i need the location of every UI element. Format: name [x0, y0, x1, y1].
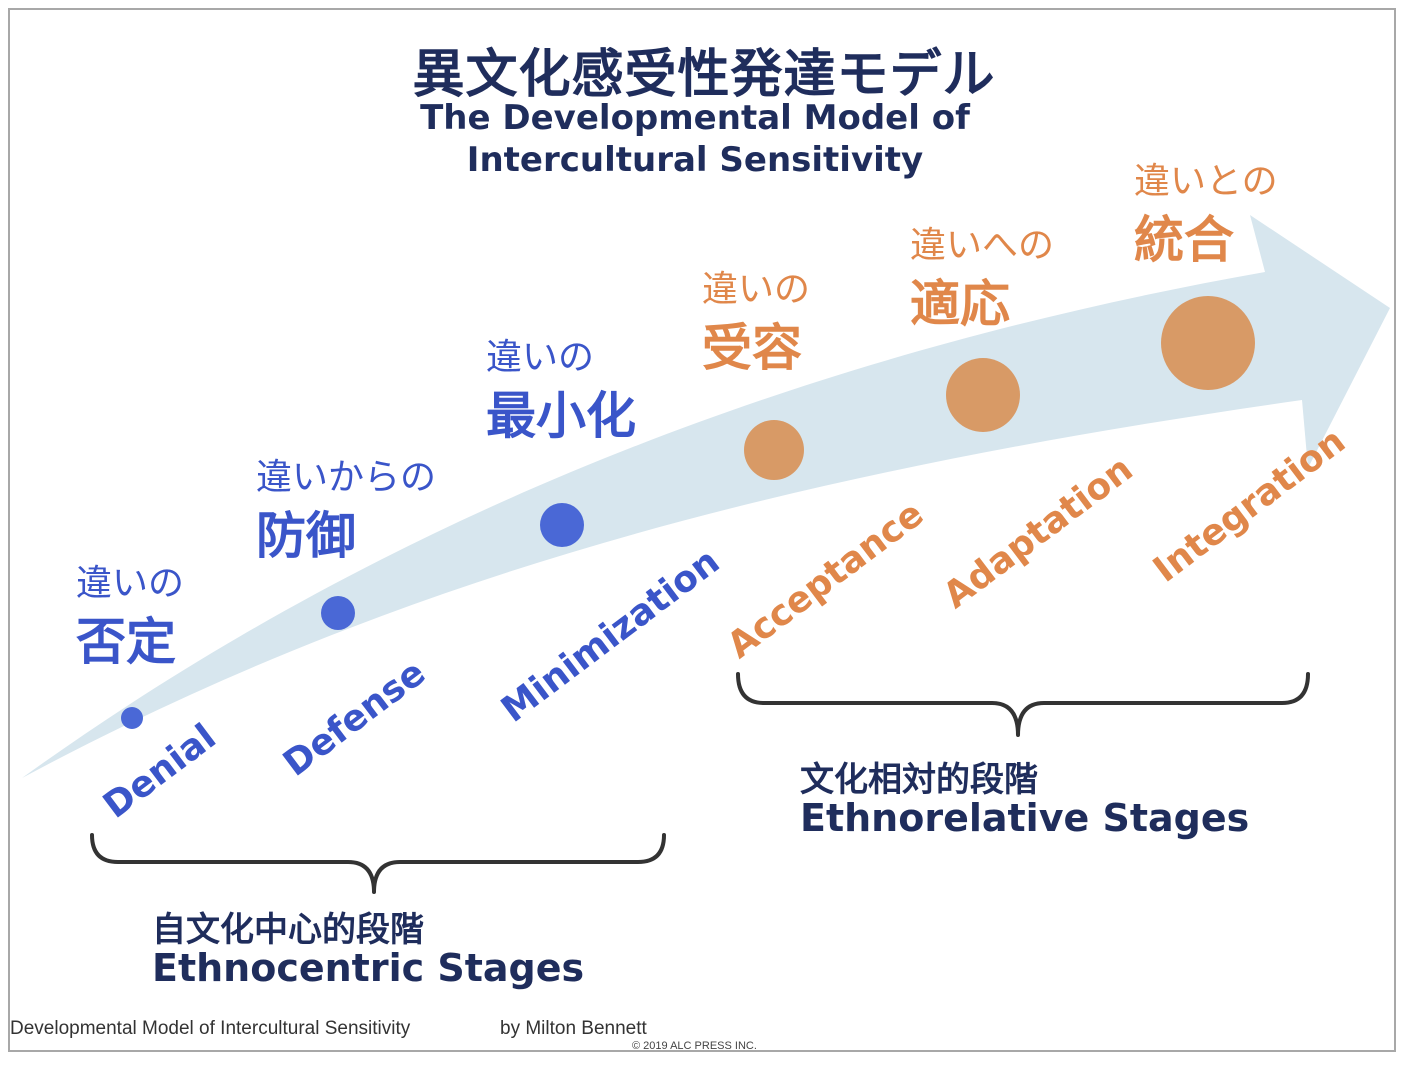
stage-denial-jp-main: 否定 [76, 613, 176, 671]
stage-acceptance-jp-main: 受容 [702, 319, 802, 377]
stage-minimization-jp-top: 違いの [486, 337, 595, 378]
progression-arrow [22, 215, 1390, 778]
title-english-line1: The Developmental Model of [420, 98, 970, 138]
stage-dot-adaptation [946, 358, 1020, 432]
ethnocentric-label-en: Ethnocentric Stages [152, 946, 585, 990]
stage-dot-denial [121, 707, 143, 729]
footer-copyright: © 2019 ALC PRESS INC. [632, 1040, 757, 1052]
stage-denial-jp-top: 違いの [76, 563, 185, 604]
title-japanese: 異文化感受性発達モデル [412, 45, 996, 105]
footer-author: by Milton Bennett [500, 1018, 647, 1039]
stage-adaptation-jp-main: 適応 [910, 275, 1010, 333]
stage-integration-jp-main: 統合 [1134, 211, 1234, 269]
stage-defense-jp-top: 違いからの [256, 457, 437, 498]
stage-adaptation-jp-top: 違いへの [910, 225, 1055, 266]
ethnocentric-label-jp: 自文化中心的段階 [152, 910, 424, 950]
ethnorelative-label-en: Ethnorelative Stages [800, 796, 1250, 840]
ethnorelative-label-jp: 文化相対的段階 [800, 760, 1038, 800]
title-english-line2: Intercultural Sensitivity [466, 140, 924, 180]
stage-integration-jp-top: 違いとの [1134, 161, 1278, 202]
footer-model-name: Developmental Model of Intercultural Sen… [10, 1018, 411, 1039]
ethnocentric-brace [90, 833, 666, 894]
stage-acceptance-jp-top: 違いの [702, 269, 811, 310]
stage-dot-defense [321, 596, 355, 630]
stage-dot-integration [1161, 296, 1255, 390]
progression-diagram [22, 215, 1390, 894]
stage-dot-minimization [540, 503, 584, 547]
stage-minimization-jp-main: 最小化 [486, 387, 636, 445]
stage-defense-jp-main: 防御 [256, 507, 356, 565]
diagram-frame: 異文化感受性発達モデル The Developmental Model of I… [8, 8, 1396, 1052]
ethnorelative-brace [736, 672, 1310, 737]
stage-dot-acceptance [744, 420, 804, 480]
